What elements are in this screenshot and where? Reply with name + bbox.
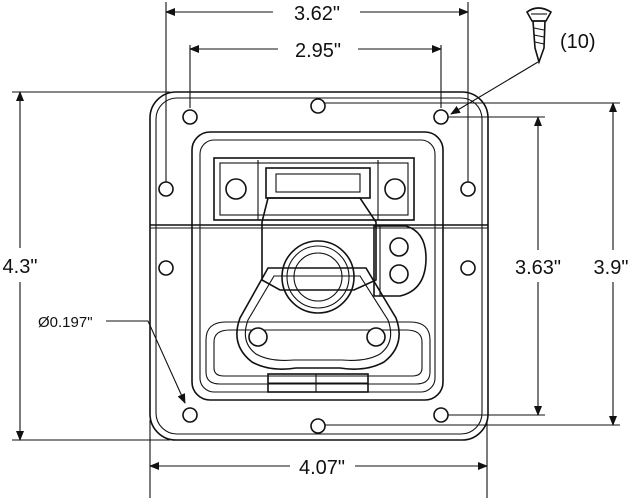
mounting-hole	[433, 407, 449, 423]
flange-plate	[149, 91, 489, 441]
screw-icon	[525, 7, 553, 65]
label-overall-top-width: 3.62"	[294, 3, 340, 25]
label-flange-width: 4.07"	[299, 457, 345, 479]
mounting-hole	[182, 109, 198, 125]
mounting-hole	[433, 109, 449, 125]
mounting-hole	[460, 181, 476, 197]
latch-mechanism	[213, 157, 427, 393]
label-screw-count: (10)	[560, 31, 596, 53]
mounting-hole	[158, 260, 174, 276]
mounting-hole	[158, 181, 174, 197]
label-overall-height: 4.3"	[3, 256, 38, 278]
mounting-holes	[158, 98, 476, 434]
mounting-hole	[182, 407, 198, 423]
leader-hole-diameter	[106, 320, 186, 404]
mounting-hole	[310, 98, 326, 114]
mounting-hole	[460, 260, 476, 276]
label-hole-spacing-width: 2.95"	[295, 40, 341, 62]
recessed-dish	[191, 131, 444, 401]
label-inner-height: 3.63"	[515, 257, 561, 279]
label-hole-diameter: Ø0.197"	[38, 314, 93, 331]
leader-screw	[450, 61, 539, 115]
dimension-lines	[16, 8, 617, 470]
mounting-hole	[310, 418, 326, 434]
label-outer-right-height: 3.9"	[594, 257, 629, 279]
